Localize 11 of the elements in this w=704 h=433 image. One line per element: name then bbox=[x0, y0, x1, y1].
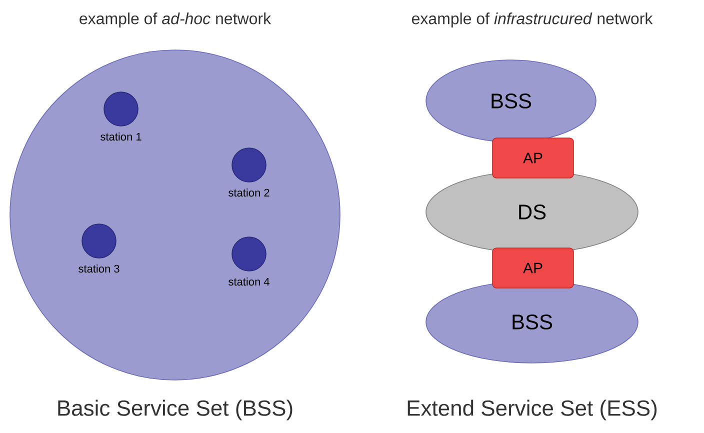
network-title: example of infrastrucured network bbox=[412, 12, 653, 28]
node-label: station 2 bbox=[228, 188, 270, 197]
node-label: station 1 bbox=[100, 132, 142, 141]
node-label: station 4 bbox=[228, 278, 270, 286]
service-set-circle bbox=[10, 50, 340, 380]
diagram-caption: Basic Service Set (BSS) bbox=[58, 400, 292, 420]
ap-box: AP bbox=[492, 138, 574, 178]
node-label: station 3 bbox=[78, 264, 120, 273]
ap-box: AP bbox=[492, 248, 574, 288]
diagram-caption: Extend Service Set (ESS) bbox=[408, 400, 657, 420]
network-title: example of ad-hoc network bbox=[80, 12, 272, 28]
